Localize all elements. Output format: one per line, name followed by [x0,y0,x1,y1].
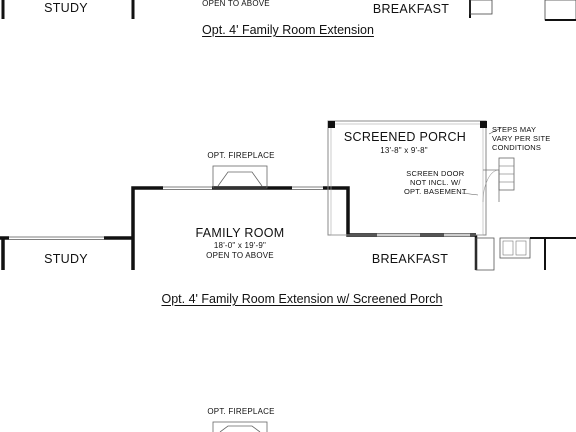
steps-note-line: VARY PER SITE [492,134,551,143]
family-room-dimensions: 18'-0" x 19'-9" [213,241,267,250]
steps-note: STEPS MAY VARY PER SITE CONDITIONS [492,125,550,152]
steps-note-line: CONDITIONS [492,143,542,152]
leader-line [488,127,502,135]
leader-line [461,192,479,196]
fireplace [212,165,268,189]
breakfast-label: BREAKFAST [371,252,449,266]
steps-note-line: STEPS MAY [492,125,537,134]
opt-fireplace-label: OPT. FIREPLACE [207,151,275,160]
cabinet [544,0,576,21]
study-label: STUDY [44,1,88,15]
porch-post [328,121,335,128]
open-to-above-label: OPEN TO ABOVE [202,0,270,8]
study-wall [0,236,9,270]
screen-door-note: SCREEN DOOR NOT INCL. W/ OPT. BASEMENT [404,169,467,196]
top-plan-fragment [1,0,576,21]
family-room-wall [131,186,163,270]
counter [469,0,493,15]
top-caption: Opt. 4' Family Room Extension [202,23,374,37]
breakfast-label: BREAKFAST [372,2,450,16]
open-to-above-label: OPEN TO ABOVE [206,251,274,260]
screen-door-note-line: NOT INCL. W/ [410,178,461,187]
screened-porch-dimensions: 13'-8" x 9'-8" [380,146,428,155]
sink [499,237,531,259]
middle-caption: Opt. 4' Family Room Extension w/ Screene… [161,292,443,306]
study-label: STUDY [44,252,88,266]
family-room-label: FAMILY ROOM [195,226,285,240]
screen-door-note-line: SCREEN DOOR [406,169,465,178]
screen-door-note-line: OPT. BASEMENT [404,187,467,196]
fireplace [212,421,268,432]
porch-post [480,121,487,128]
porch-plan [0,120,576,271]
bottom-plan-fragment [212,421,268,432]
kitchen-counter [475,237,495,271]
screened-porch-label: SCREENED PORCH [343,130,467,144]
opt-fireplace-label: OPT. FIREPLACE [207,407,275,416]
